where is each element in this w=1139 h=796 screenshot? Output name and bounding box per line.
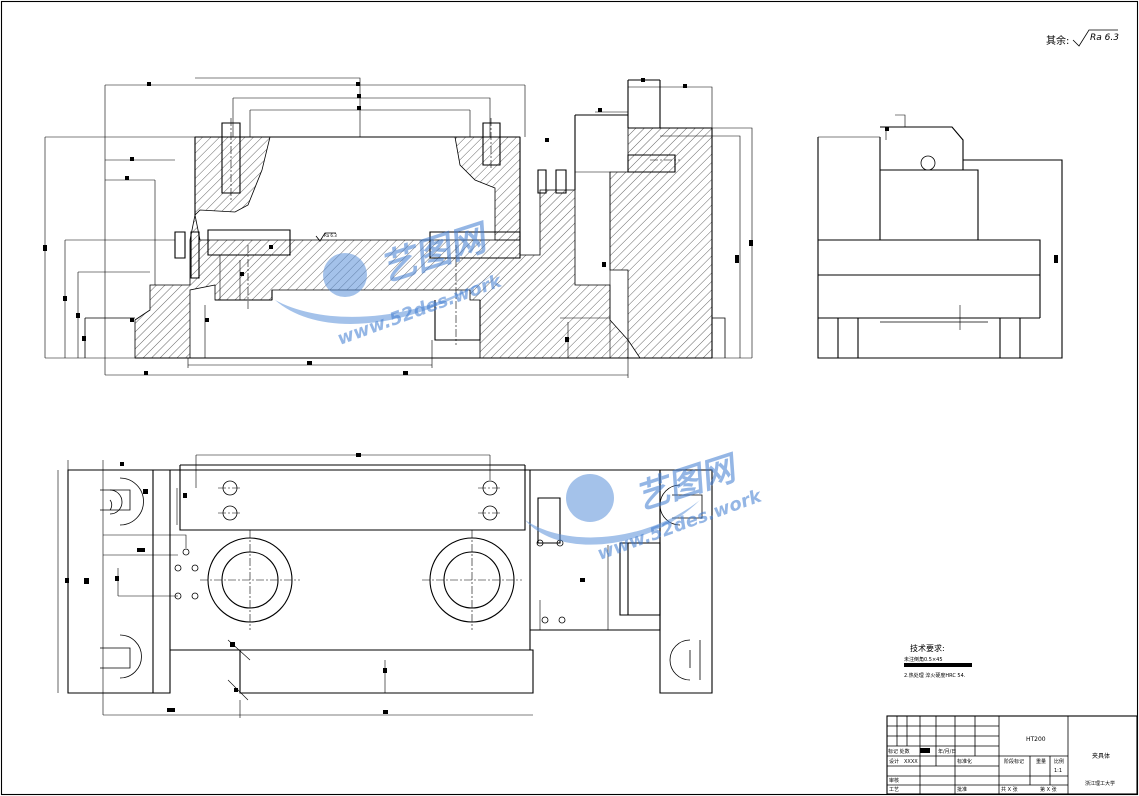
side-view [817, 114, 1063, 359]
top-view [57, 453, 713, 718]
standardize-label: 标准化 [957, 758, 972, 765]
watermark-lower: 艺图网 www.52des.work [525, 447, 765, 565]
revision-label: 标记 处数 [888, 748, 910, 755]
stage-label: 阶段标记 [1004, 758, 1024, 765]
design-name: XXXX [904, 759, 918, 765]
title-block: HT200 夹具体 浙江理工大学 标记 处数 年/月/日 设计 XXXX 标准化… [886, 715, 1138, 795]
scale-label: 比例 [1054, 758, 1064, 765]
tech-req-item-1: 未注倒角0.5×45 [904, 656, 943, 663]
front-section-view: Ra 6.3 [43, 77, 753, 378]
design-label: 设计 [889, 758, 899, 765]
roughness-prefix: 其余: [1046, 34, 1069, 47]
surface-roughness-note: 其余: Ra 6.3 [1046, 29, 1119, 47]
sheet-number: 第 X 张 [1040, 786, 1057, 793]
roughness-value: Ra 6.3 [1090, 33, 1119, 43]
school-name: 浙江理工大学 [1085, 780, 1115, 787]
tech-req-title: 技术要求: [910, 643, 945, 653]
review-label: 审核 [889, 777, 899, 784]
tech-req-item-2: 2.热处理 淬火硬度HRC 54. [904, 672, 966, 679]
section-roughness-label: Ra 6.3 [324, 233, 337, 238]
roughness-symbol-icon [1072, 29, 1118, 47]
process-label: 工艺 [889, 787, 899, 793]
technical-requirements: 技术要求: 未注倒角0.5×45 2.热处理 淬火硬度HRC 54. [904, 643, 972, 679]
sheet-total: 共 X 张 [1001, 786, 1018, 793]
part-name: 夹具体 [1092, 752, 1110, 760]
approve-label: 批准 [957, 786, 967, 793]
date-label: 年/月/日 [938, 748, 956, 755]
weight-label: 重量 [1036, 758, 1046, 765]
scale-value: 1:1 [1054, 768, 1062, 774]
material: HT200 [1026, 736, 1046, 743]
